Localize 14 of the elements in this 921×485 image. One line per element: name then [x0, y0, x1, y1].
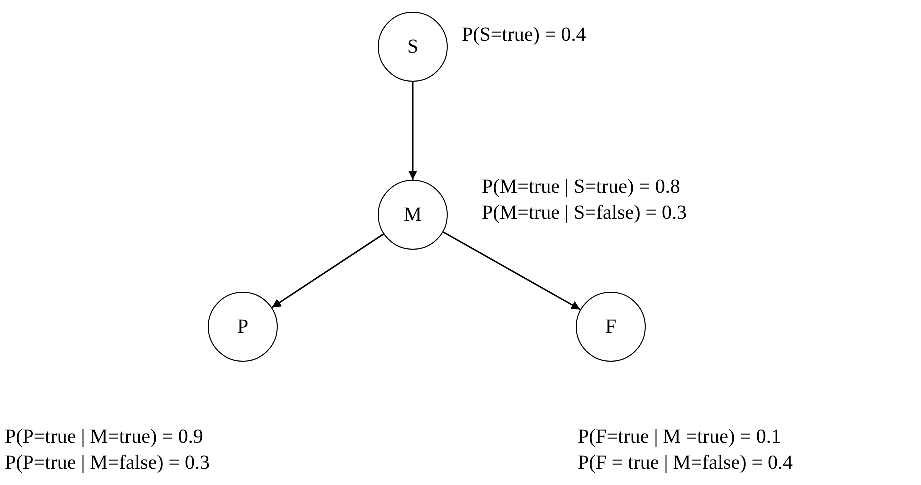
probability-text: P(P=true | M=true) = 0.9	[5, 425, 204, 450]
probability-text: P(M=true | S=false) = 0.3	[482, 201, 688, 226]
probability-text: P(F=true | M =true) = 0.1	[578, 425, 782, 450]
variable-label: M	[404, 204, 422, 226]
probability-text: P(F = true | M=false) = 0.4	[578, 451, 794, 476]
probability-text: P(S=true) = 0.4	[462, 23, 586, 48]
variable-label: F	[605, 316, 617, 338]
probability-text: P(P=true | M=false) = 0.3	[5, 451, 210, 476]
arrow	[443, 232, 581, 310]
variable-label: S	[407, 36, 419, 58]
arrow	[272, 234, 384, 308]
arrow	[408, 82, 418, 180]
probability-text: P(M=true | S=true) = 0.8	[482, 175, 680, 200]
variable-label: P	[237, 316, 249, 338]
